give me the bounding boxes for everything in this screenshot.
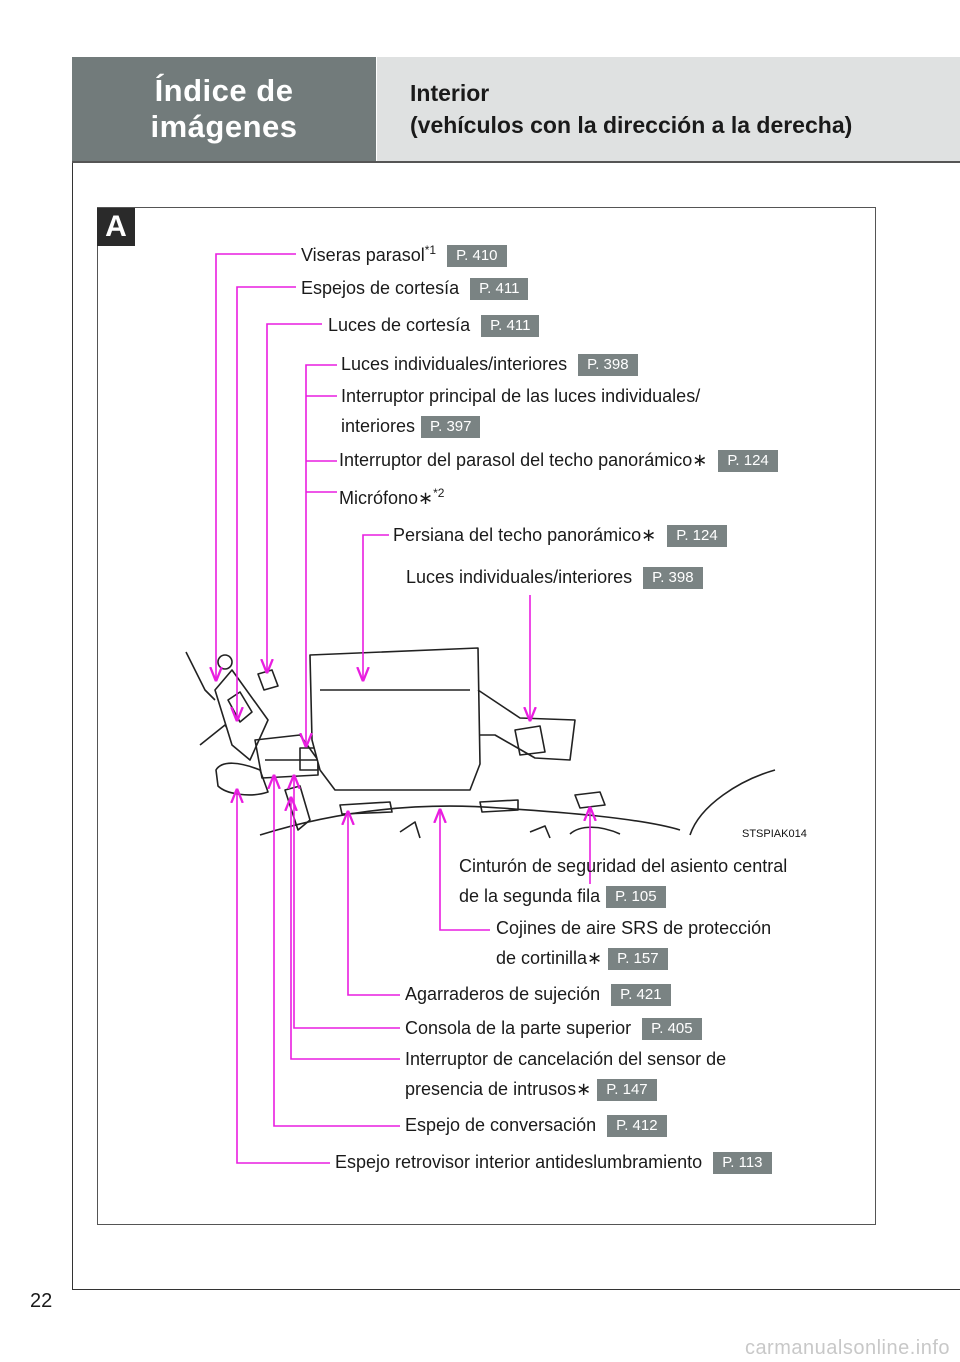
label-consola: Consola de la parte superior P. 405 <box>405 1017 702 1041</box>
page-ref-405[interactable]: P. 405 <box>642 1018 702 1041</box>
label-luces-individuales-1: Luces individuales/interiores P. 398 <box>341 353 638 377</box>
label-interruptor-parasol: Interruptor del parasol del techo panorá… <box>339 449 778 473</box>
section-tab: Índice de imágenes <box>72 57 376 161</box>
page-ref-421[interactable]: P. 421 <box>611 984 671 1007</box>
page-ref-157[interactable]: P. 157 <box>608 948 668 971</box>
watermark: carmanualsonline.info <box>744 1337 950 1359</box>
page-frame <box>72 57 960 1290</box>
label-espejo-conversacion: Espejo de conversación P. 412 <box>405 1114 667 1138</box>
label-interruptor-cancelacion: Interruptor de cancelación del sensor de… <box>405 1048 726 1102</box>
label-espejos-cortesia: Espejos de cortesía P. 411 <box>301 277 529 301</box>
figure-code: STSPIAK014 <box>742 828 807 840</box>
page-ref-147[interactable]: P. 147 <box>597 1079 657 1102</box>
page-ref-411b[interactable]: P. 411 <box>481 315 540 338</box>
section-title-line1: Índice de <box>154 73 294 108</box>
page-ref-410[interactable]: P. 410 <box>447 245 507 268</box>
page-number: 22 <box>30 1290 53 1312</box>
label-microfono: Micrófono∗*2 <box>339 486 445 508</box>
label-persiana: Persiana del techo panorámico∗ P. 124 <box>393 524 727 548</box>
label-interruptor-principal: Interruptor principal de las luces indiv… <box>341 385 700 439</box>
page-ref-398a[interactable]: P. 398 <box>578 354 638 377</box>
page-ref-398b[interactable]: P. 398 <box>643 567 703 590</box>
page-title-line1: Interior <box>410 80 490 106</box>
page-ref-124b[interactable]: P. 124 <box>667 525 727 548</box>
page-ref-412[interactable]: P. 412 <box>607 1115 667 1138</box>
figure-box <box>97 207 876 1225</box>
page-ref-105[interactable]: P. 105 <box>606 886 666 909</box>
header-divider <box>72 161 960 163</box>
page-ref-397[interactable]: P. 397 <box>421 416 481 439</box>
page-title-line2: (vehículos con la dirección a la derecha… <box>410 112 853 138</box>
label-espejo-retrovisor: Espejo retrovisor interior antideslumbra… <box>335 1151 772 1175</box>
page-ref-113[interactable]: P. 113 <box>713 1152 772 1175</box>
label-agarraderos: Agarraderos de sujeción P. 421 <box>405 983 671 1007</box>
section-title-line2: imágenes <box>150 109 298 144</box>
label-cojines: Cojines de aire SRS de protección de cor… <box>496 917 771 971</box>
label-viseras-parasol: Viseras parasol*1 P. 410 <box>301 239 507 268</box>
figure-tag: A <box>97 208 135 246</box>
page-title: Interior (vehículos con la dirección a l… <box>377 57 960 161</box>
page-ref-124a[interactable]: P. 124 <box>718 450 778 473</box>
label-luces-cortesia: Luces de cortesía P. 411 <box>328 314 540 338</box>
label-cinturon: Cinturón de seguridad del asiento centra… <box>459 855 787 909</box>
page-ref-411a[interactable]: P. 411 <box>470 278 529 301</box>
label-luces-individuales-2: Luces individuales/interiores P. 398 <box>406 566 703 590</box>
